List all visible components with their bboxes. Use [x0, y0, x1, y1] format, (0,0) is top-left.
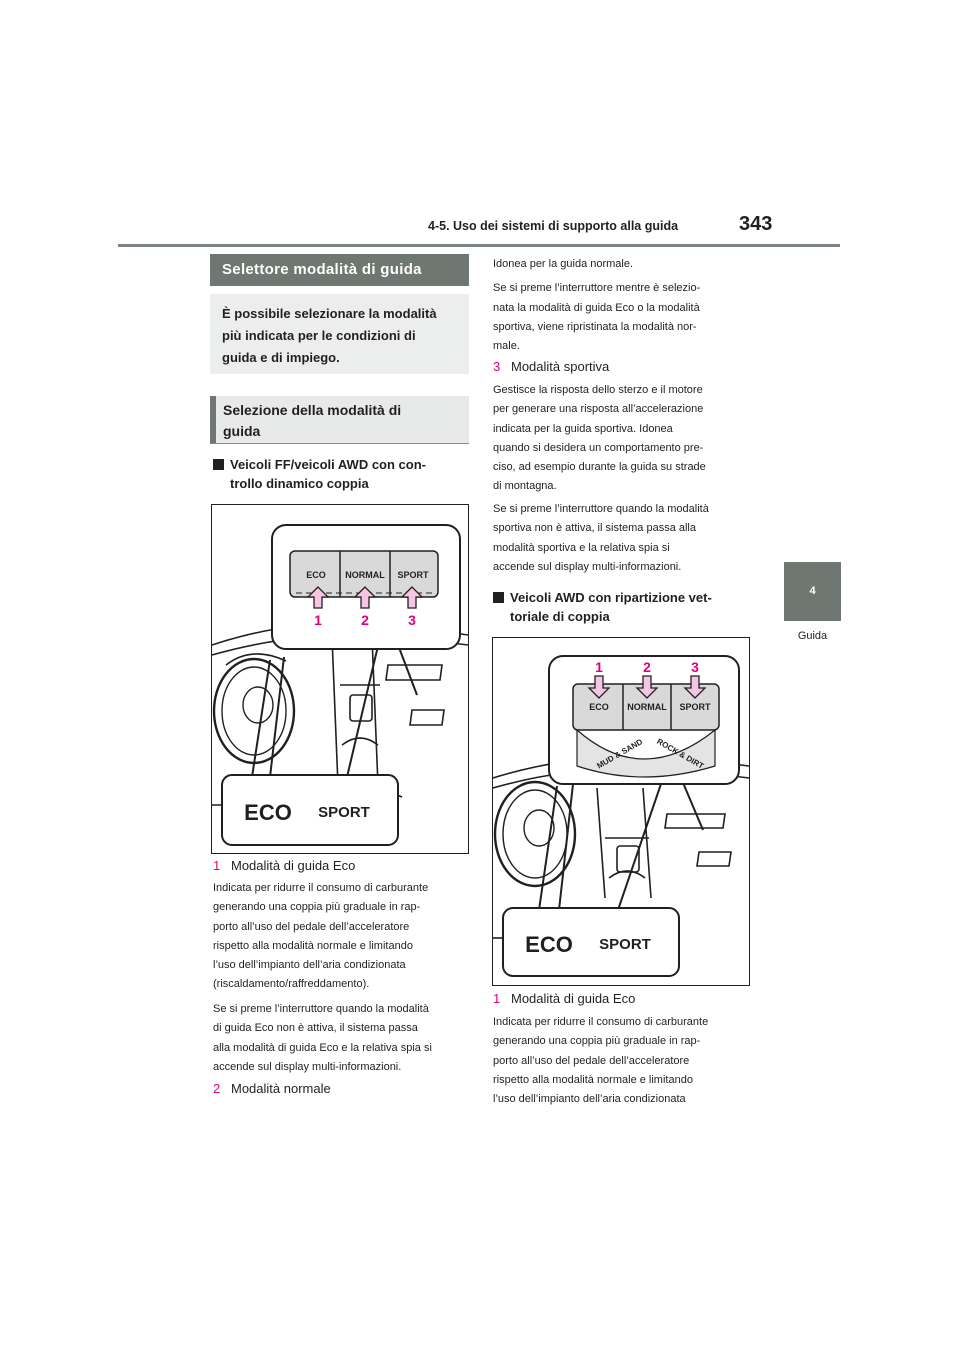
left-item1b-text: Se si preme l’interruttore quando la mod…: [213, 1000, 475, 1077]
section-title: Selettore modalità di guida: [210, 254, 469, 286]
awd-vectoring-heading: Veicoli AWD con ripartizione vet- torial…: [493, 588, 753, 626]
text-line: modalità sportiva e la relativa spia si: [493, 541, 670, 554]
right-item1-heading: 1 Modalità di guida Eco: [493, 990, 635, 1008]
item-title: Modalità di guida Eco: [231, 858, 356, 873]
text-line: nata la modalità di guida Eco o la modal…: [493, 301, 700, 314]
left-item1-heading: 1 Modalità di guida Eco: [213, 857, 355, 875]
text-line: (riscaldamento/raffreddamento).: [213, 978, 370, 991]
text-line: di montagna.: [493, 480, 557, 493]
text-line: ciso, ad esempio durante la guida su str…: [493, 461, 706, 474]
subheading: Selezione della modalità di guida: [210, 396, 469, 444]
dashboard-illustration: ECO NORMAL SPORT 1 2 3 ECO SPORT: [211, 524, 469, 846]
right-item3-text: Gestisce la risposta dello sterzo e il m…: [493, 381, 755, 497]
text-line: generando una coppia più graduale in rap…: [213, 901, 421, 914]
arrow-up-icon: [400, 586, 424, 609]
item-number: 1: [213, 858, 221, 873]
text-line: quando si desidera un comportamento pre-: [493, 441, 704, 454]
sport-indicator: SPORT: [599, 936, 651, 953]
text-line: rispetto alla modalità normale e limitan…: [493, 1073, 693, 1086]
switch-label-sport: SPORT: [679, 702, 711, 712]
text-line: accende sul display multi-informazioni.: [493, 560, 682, 573]
text-line: Indicata per ridurre il consumo di carbu…: [493, 1016, 709, 1028]
intro-line: È possibile selezionare la modalità: [222, 306, 437, 321]
switch-label-sport: SPORT: [397, 570, 429, 580]
text-line: rispetto alla modalità normale e limitan…: [213, 939, 413, 952]
text-line: Indicata per ridurre il consumo di carbu…: [213, 882, 429, 894]
item-title: Modalità sportiva: [511, 359, 610, 374]
eco-indicator: ECO: [525, 932, 573, 957]
text-line: Gestisce la risposta dello sterzo e il m…: [493, 384, 703, 396]
page-number: 343: [739, 213, 773, 235]
callout-1: 1: [595, 659, 603, 675]
header-divider: [118, 244, 840, 247]
text-line: Idonea per la guida normale.: [493, 258, 634, 270]
ff-awd-heading: Veicoli FF/veicoli AWD con con- trollo d…: [213, 455, 473, 493]
intro-line: più indicata per le condizioni di: [222, 328, 416, 343]
callout-3: 3: [408, 612, 416, 628]
right-item1-text: Indicata per ridurre il consumo di carbu…: [493, 1013, 755, 1109]
text-line: Se si preme l’interruttore mentre è sele…: [493, 282, 701, 295]
text-line: Se si preme l’interruttore quando la mod…: [213, 1003, 429, 1015]
arrow-up-icon: [353, 586, 377, 609]
indicator-zoom-bubble: [502, 907, 680, 977]
right-item3b-text: Se si preme l’interruttore quando la mod…: [493, 500, 755, 577]
switch-label-eco: ECO: [589, 702, 609, 712]
right-item2-text: Idonea per la guida normale. Se si preme…: [493, 255, 755, 356]
heading-line: Veicoli AWD con ripartizione vet-: [510, 590, 712, 605]
switch-label-eco: ECO: [306, 570, 326, 580]
intro-box: È possibile selezionare la modalità più …: [210, 294, 469, 374]
arrow-up-icon: [306, 586, 330, 609]
item-number: 3: [493, 359, 501, 374]
left-item2-heading: 2 Modalità normale: [213, 1080, 331, 1098]
drive-mode-figure-awd: ECO NORMAL SPORT MUD & SAND ROCK & DIRT …: [492, 637, 750, 986]
dashboard-illustration: ECO NORMAL SPORT MUD & SAND ROCK & DIRT …: [492, 655, 750, 977]
heading-line: toriale di coppia: [510, 609, 610, 624]
text-line: alla modalità di guida Eco e la relativa…: [213, 1041, 432, 1054]
text-line: l’uso dell’impianto dell’aria condiziona…: [213, 959, 406, 972]
mode-dial: [576, 728, 716, 778]
text-line: generando una coppia più graduale in rap…: [493, 1035, 701, 1048]
callout-2: 2: [643, 659, 651, 675]
arrow-down-icon: [635, 675, 659, 699]
drive-mode-figure-ff: ECO NORMAL SPORT 1 2 3 ECO SPORT: [211, 504, 469, 854]
text-line: sportiva, viene ripristinata la modalità…: [493, 320, 697, 333]
text-line: per generare una risposta all’accelerazi…: [493, 403, 704, 416]
switch-label-normal: NORMAL: [345, 570, 385, 580]
switch-label-normal: NORMAL: [627, 702, 667, 712]
callout-1: 1: [314, 612, 322, 628]
text-line: porto all’uso del pedale dell’accelerato…: [493, 1054, 690, 1067]
sport-indicator: SPORT: [318, 804, 370, 821]
heading-line: Veicoli FF/veicoli AWD con con-: [230, 457, 426, 472]
eco-indicator: ECO: [244, 800, 292, 825]
callout-2: 2: [361, 612, 369, 628]
intro-line: guida e di impiego.: [222, 350, 340, 365]
indicator-zoom-bubble: [221, 774, 399, 846]
text-line: sportiva non è attiva, il sistema passa …: [493, 522, 696, 535]
item-title: Modalità di guida Eco: [511, 991, 636, 1006]
text-line: l’uso dell’impianto dell’aria condiziona…: [493, 1093, 686, 1106]
arrow-down-icon: [587, 675, 611, 699]
subheading-line: Selezione della modalità di: [223, 402, 402, 418]
right-item3-heading: 3 Modalità sportiva: [493, 358, 609, 376]
section-header-title: 4-5. Uso dei sistemi di supporto alla gu…: [428, 219, 679, 233]
text-line: di guida Eco non è attiva, il sistema pa…: [213, 1022, 418, 1035]
text-line: indicata per la guida sportiva. Idonea: [493, 422, 673, 435]
item-number: 1: [493, 991, 501, 1006]
callout-3: 3: [691, 659, 699, 675]
item-title: Modalità normale: [231, 1081, 331, 1096]
left-item1-text: Indicata per ridurre il consumo di carbu…: [213, 879, 475, 995]
text-line: male.: [493, 340, 520, 353]
text-line: accende sul display multi-informazioni.: [213, 1060, 402, 1073]
subheading-line: guida: [223, 423, 261, 439]
item-number: 2: [213, 1081, 221, 1096]
square-bullet-icon: [493, 592, 504, 603]
heading-line: trollo dinamico coppia: [230, 476, 369, 491]
chapter-tab[interactable]: 4: [784, 562, 841, 621]
arrow-down-icon: [683, 675, 707, 699]
chapter-tab-label: Guida: [797, 630, 828, 642]
text-line: porto all’uso del pedale dell’accelerato…: [213, 920, 410, 933]
text-line: Se si preme l’interruttore quando la mod…: [493, 503, 709, 515]
square-bullet-icon: [213, 459, 224, 470]
